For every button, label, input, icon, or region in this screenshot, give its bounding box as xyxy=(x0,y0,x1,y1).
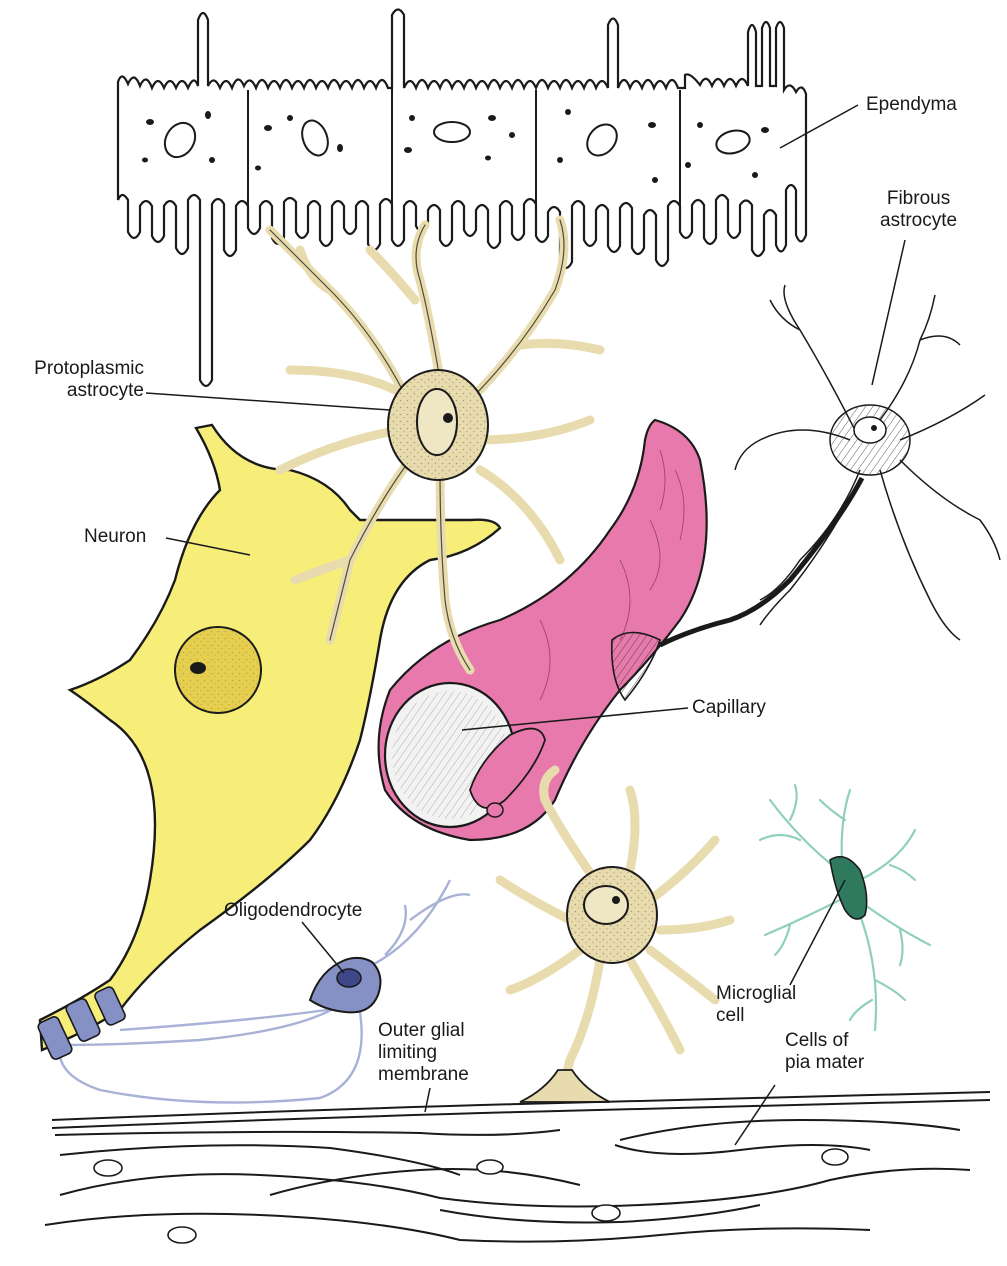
leader-cells-of-pia-mater xyxy=(734,1084,776,1146)
label-cells-of-pia-mater: Cells of pia mater xyxy=(785,1030,865,1073)
leader-lines xyxy=(145,104,906,1146)
ependyma-cell-borders xyxy=(247,88,681,205)
label-outer-glial-limiting-membrane: Outer glial limiting membrane xyxy=(378,1020,469,1085)
label-fibrous-astrocyte: Fibrous astrocyte xyxy=(880,188,958,231)
label-oligodendrocyte: Oligodendrocyte xyxy=(224,900,363,921)
ependyma-nuclei xyxy=(163,119,751,159)
microglial-cell xyxy=(758,783,932,1032)
label-ependyma: Ependyma xyxy=(866,94,957,115)
leader-protoplasmic-astrocyte xyxy=(145,392,391,411)
fibrous-astrocyte-endfoot-process xyxy=(658,476,865,648)
protoplasmic-astrocyte xyxy=(265,215,605,675)
leader-fibrous-astrocyte xyxy=(871,239,906,386)
fibrous-astrocyte-nucleus xyxy=(853,416,887,444)
fibrous-astrocyte-processes xyxy=(734,284,1001,641)
leader-oligodendrocyte xyxy=(301,921,345,974)
ependyma-cells xyxy=(116,8,808,388)
label-protoplasmic-astrocyte: Protoplasmic astrocyte xyxy=(34,358,144,401)
leader-capillary xyxy=(461,707,689,731)
protoplasmic-astrocyte-nucleus xyxy=(416,388,458,456)
astrocytic-endfoot xyxy=(610,631,661,702)
label-neuron: Neuron xyxy=(84,526,147,547)
label-microglial-cell: Microglial cell xyxy=(716,983,797,1026)
pia-mater xyxy=(44,1091,991,1243)
neuron-body xyxy=(38,423,502,1052)
lower-protoplasmic-astrocyte xyxy=(495,765,735,1103)
ependyma-layer xyxy=(116,8,808,388)
oligodendrocyte-processes xyxy=(58,879,471,1104)
capillary xyxy=(377,418,708,842)
leader-ependyma xyxy=(779,104,859,149)
oligodendrocyte xyxy=(37,879,471,1104)
leader-outer-glial-limiting-membrane xyxy=(424,1087,431,1113)
neuron-nucleolus xyxy=(190,662,206,674)
microglia-processes xyxy=(758,783,932,1032)
lower-astrocyte-nucleus xyxy=(583,885,629,925)
microglia-body xyxy=(829,855,868,920)
lower-astrocyte-endfoot xyxy=(519,1069,611,1103)
capillary-texture xyxy=(539,449,685,701)
outer-glial-limiting-membrane xyxy=(51,1091,991,1121)
neuron xyxy=(38,423,502,1052)
leader-neuron xyxy=(165,537,251,556)
endothelial-nucleus xyxy=(486,802,504,818)
fibrous-astrocyte xyxy=(658,284,1001,648)
pia-mater-nuclei xyxy=(93,1148,849,1244)
leader-microglial-cell xyxy=(789,879,846,986)
label-capillary: Capillary xyxy=(692,697,766,718)
myelin-sheath xyxy=(37,986,126,1060)
oligodendrocyte-nucleus xyxy=(336,968,362,988)
ependyma-granules xyxy=(142,109,769,183)
